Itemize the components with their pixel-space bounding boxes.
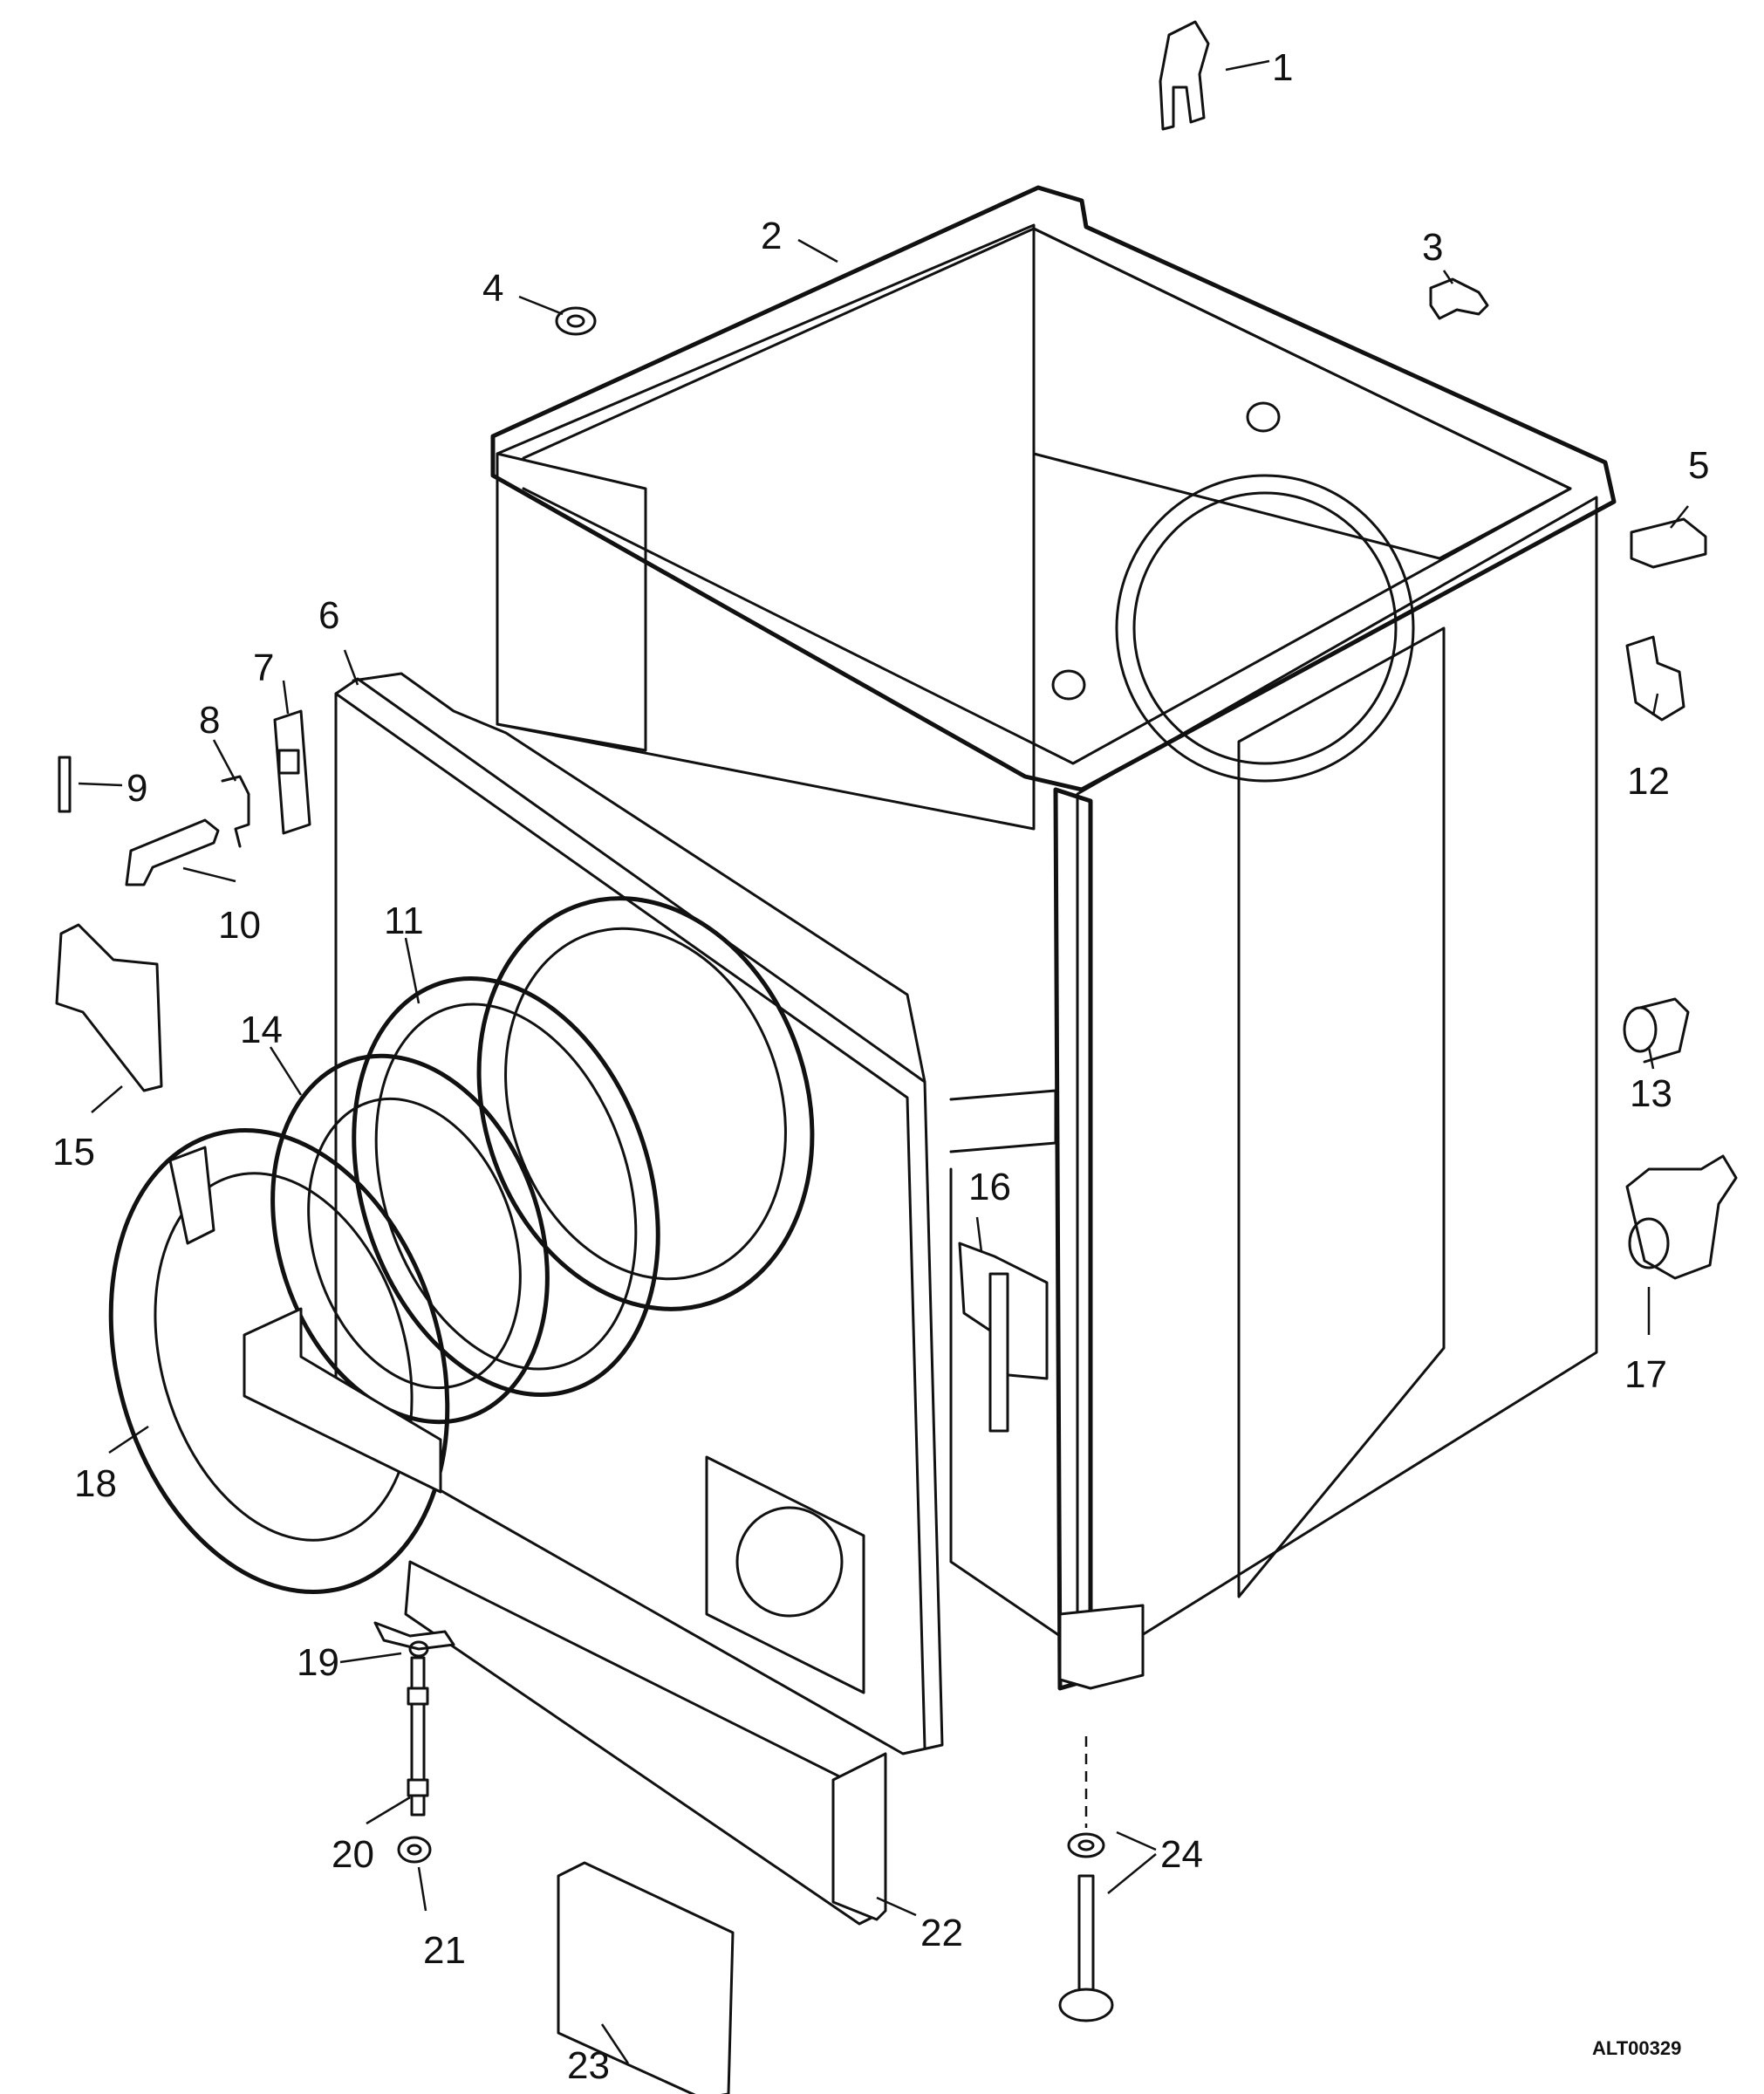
callout-12: 12 [1627,760,1670,803]
callout-7: 7 [253,647,274,689]
part-10-handle [125,818,220,886]
part-9-pin [58,756,72,813]
part-20-rod [407,1656,429,1817]
callout-11: 11 [384,900,424,942]
callout-18: 18 [74,1462,117,1505]
leader-lines [78,59,1689,2064]
callout-15: 15 [52,1131,95,1174]
callout-21: 21 [423,1929,466,1972]
part-13-hinge [1623,997,1690,1064]
door-inner-ring [270,1053,550,1425]
callout-19: 19 [297,1641,339,1684]
callout-labels: 1 2 3 4 5 6 7 8 9 10 11 12 13 14 15 16 1… [52,46,1709,2087]
drawing-code: ALT00329 [1592,2037,1681,2059]
callout-8: 8 [199,699,220,742]
part-5-connector [1630,517,1707,569]
part-19-clip [373,1621,455,1658]
part-16-interlock [958,1242,1049,1433]
callout-13: 13 [1630,1072,1672,1115]
callout-24: 24 [1160,1833,1203,1876]
part-1-clip [1159,20,1210,131]
kick-plate [404,1560,887,1926]
callout-2: 2 [761,215,782,257]
callout-23: 23 [567,2044,610,2087]
part-17-hinge-bracket [1625,1154,1738,1280]
callout-1: 1 [1272,46,1293,89]
callout-4: 4 [482,267,503,310]
part-3-clip [1429,277,1489,320]
part-8-spring [221,775,250,848]
part-23-cover [557,1861,735,2094]
part-12-clip [1625,635,1685,722]
door-outer-frame [108,1127,450,1595]
callout-14: 14 [240,1009,283,1051]
callout-3: 3 [1422,226,1443,269]
callout-5: 5 [1688,444,1709,487]
callout-20: 20 [332,1833,374,1876]
part-21-washer [397,1836,432,1864]
part-7-latch-plate [273,709,311,835]
callout-6: 6 [318,594,339,637]
callout-16: 16 [968,1166,1011,1208]
part-24-foot [1058,1736,1114,2022]
part-4-grommet [555,306,597,336]
callout-9: 9 [126,767,147,810]
callout-22: 22 [920,1912,963,1954]
callout-17: 17 [1624,1353,1667,1396]
part-15-hinge [55,923,163,1092]
callout-10: 10 [218,904,261,947]
cabinet-body [490,185,1617,1691]
